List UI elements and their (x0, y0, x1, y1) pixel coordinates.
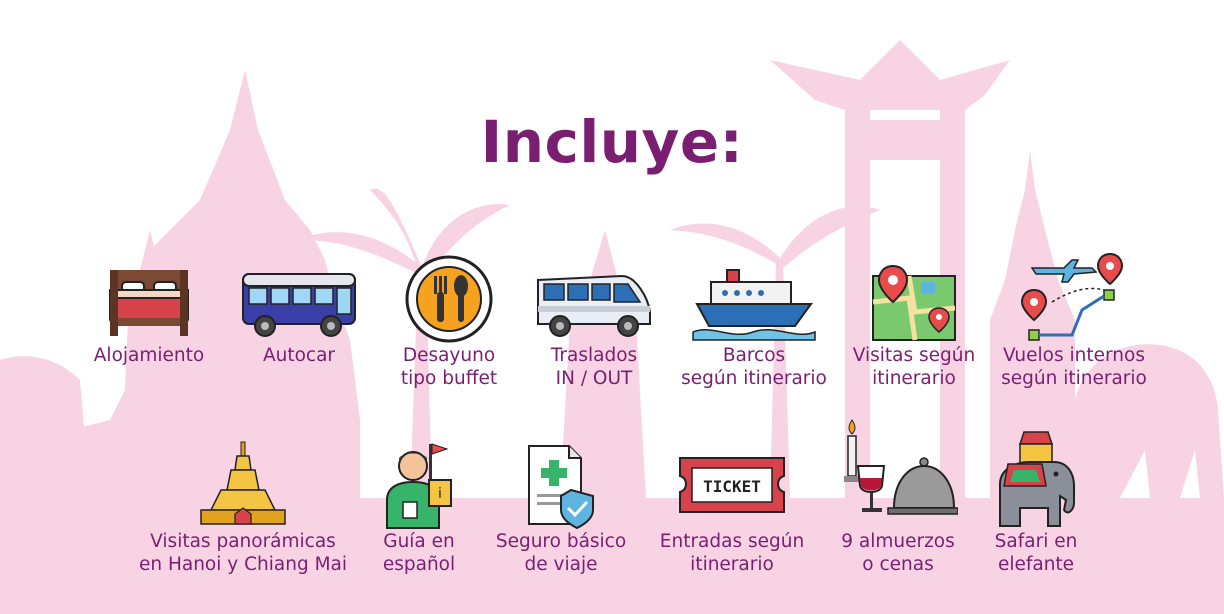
feature-label-line1: Safari en (994, 531, 1078, 552)
svg-text:i: i (438, 486, 442, 502)
breakfast-plate-icon (405, 255, 493, 343)
feature-label-line1: Autocar (262, 345, 336, 366)
feature-label-line2: según itinerario (681, 368, 827, 389)
ticket-text: TICKET (703, 477, 761, 496)
dinner-icon (844, 419, 958, 515)
feature-label-line1: Guía en (383, 531, 455, 552)
feature-label-line1: Entradas según (659, 531, 805, 552)
feature-label-line2: itinerario (690, 554, 774, 575)
bus-icon (242, 273, 356, 337)
ticket-icon: TICKET (679, 457, 785, 513)
pagoda-icon (200, 441, 286, 525)
feature-alojamiento: Alojamiento (82, 262, 216, 367)
feature-label-line1: Desayuno (402, 345, 496, 366)
ship-icon (692, 269, 816, 341)
feature-label-line2: itinerario (872, 368, 956, 389)
feature-label-line2: IN / OUT (555, 368, 633, 389)
feature-label-line1: Barcos (722, 345, 786, 366)
flight-route-icon (1020, 252, 1124, 341)
feature-label-line1: Visitas según (852, 345, 976, 366)
feature-autocar: Autocar (232, 262, 366, 367)
feature-label-line2: de viaje (524, 554, 598, 575)
feature-label-line1: Seguro básico (495, 531, 627, 552)
feature-label-line2: español (382, 554, 456, 575)
feature-label-line1: Vuelos internos (1003, 345, 1145, 366)
feature-label-line2: según itinerario (1001, 368, 1147, 389)
van-icon (537, 274, 651, 337)
page-title: Incluye: (480, 108, 744, 176)
bed-icon (109, 270, 189, 336)
feature-label-line1: Alojamiento (93, 345, 205, 366)
feature-label-line2: tipo buffet (400, 368, 498, 389)
elephant-icon (999, 431, 1075, 527)
feature-label-line2: elefante (997, 554, 1075, 575)
feature-label-line2: o cenas (862, 554, 934, 575)
feature-label-line1: Visitas panorámicas (150, 531, 336, 552)
feature-label-line1: 9 almuerzos (841, 531, 955, 552)
feature-label-line2: en Hanoi y Chiang Mai (138, 554, 348, 575)
insurance-icon (528, 445, 594, 530)
guide-icon: i (386, 443, 452, 529)
feature-label-line1: Traslados (550, 345, 638, 366)
map-icon (872, 264, 956, 341)
